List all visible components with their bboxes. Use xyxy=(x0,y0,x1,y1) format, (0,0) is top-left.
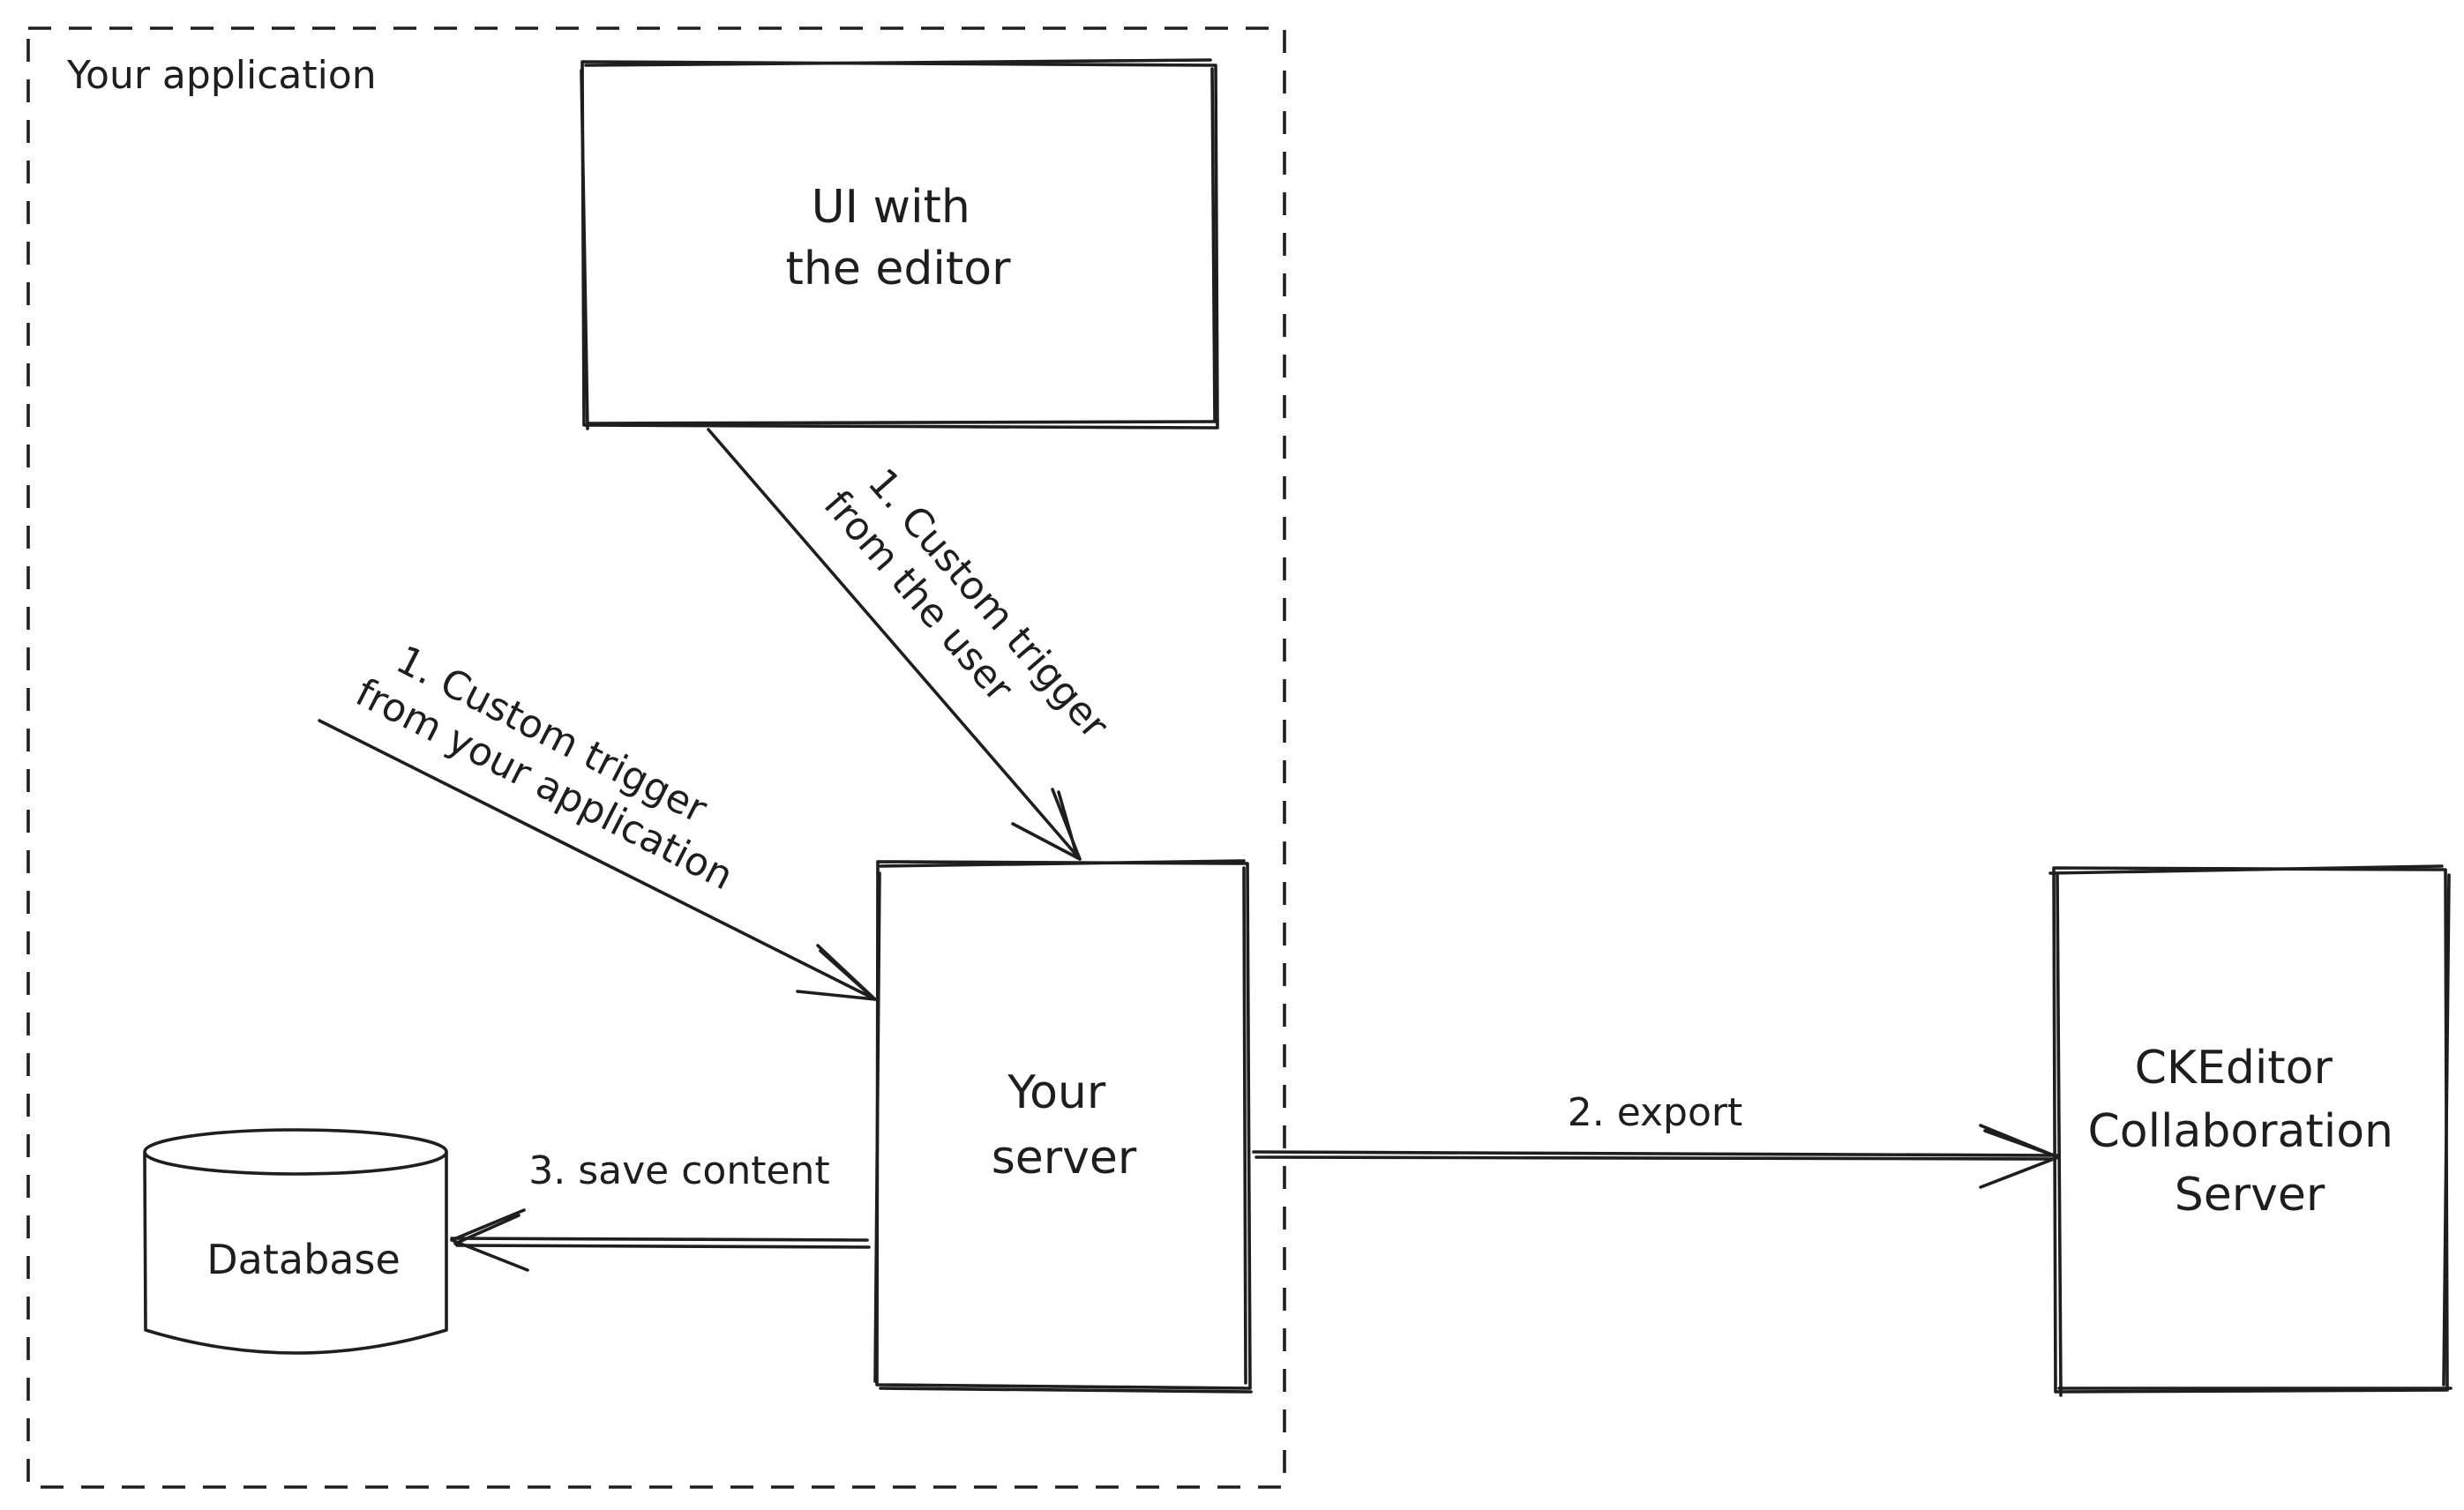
ckeditor-server-label-line-2: Collaboration xyxy=(2087,1105,2393,1158)
label-trigger-app: 1. Custom trigger from your application xyxy=(348,627,761,899)
your-server-box-stroke xyxy=(873,859,1253,1394)
ckeditor-server-label-line-1: CKEditor xyxy=(2135,1042,2333,1095)
arrow-trigger-app-head xyxy=(796,944,877,1001)
edge-save-content: 3. save content xyxy=(450,1148,871,1272)
ui-editor-label-line-2: the editor xyxy=(786,243,1012,295)
ckeditor-server-node: CKEditor Collaboration Server xyxy=(2048,864,2453,1397)
arrow-save-content-line-stroke xyxy=(455,1244,871,1249)
edge-export: 2. export xyxy=(1252,1090,2060,1189)
your-server-box xyxy=(875,860,1252,1390)
edge-trigger-user: 1. Custom trigger from the user xyxy=(707,428,1126,861)
arrow-trigger-user-line xyxy=(707,428,1082,861)
label-export: 2. export xyxy=(1568,1090,1743,1135)
ckeditor-server-box-stroke xyxy=(2048,864,2453,1397)
arrow-export-line xyxy=(1252,1150,2060,1157)
your-application-label: Your application xyxy=(66,53,377,98)
arrow-trigger-app-line xyxy=(318,719,877,1001)
database-top xyxy=(143,1128,448,1176)
your-server-label-line-2: server xyxy=(992,1132,1137,1185)
arrow-export-line-stroke xyxy=(1254,1155,2056,1161)
ui-editor-box-stroke xyxy=(580,58,1219,430)
your-server-label: Your server xyxy=(992,1066,1137,1185)
database-body xyxy=(143,1150,448,1355)
database-label: Database xyxy=(206,1236,401,1283)
ckeditor-server-label: CKEditor Collaboration Server xyxy=(2087,1042,2408,1222)
label-save-content: 3. save content xyxy=(528,1148,829,1193)
your-application-boundary xyxy=(26,26,1286,1489)
edge-trigger-app: 1. Custom trigger from your application xyxy=(318,627,877,1001)
arrow-save-content-head xyxy=(450,1208,529,1272)
arrow-trigger-user-head xyxy=(1011,788,1082,861)
your-application-group: Your application xyxy=(26,26,1286,1489)
your-server-label-line-1: Your xyxy=(1007,1066,1106,1119)
arrow-export-head xyxy=(1979,1124,2060,1189)
database-node: Database xyxy=(143,1128,448,1355)
ui-editor-label-line-1: UI with xyxy=(812,181,970,234)
ui-editor-box xyxy=(580,60,1219,430)
arrow-save-content-line xyxy=(450,1237,869,1242)
ckeditor-server-label-line-3: Server xyxy=(2175,1169,2325,1222)
ui-editor-label: UI with the editor xyxy=(786,181,1012,295)
label-trigger-user: 1. Custom trigger from the user xyxy=(815,451,1126,788)
ui-editor-node: UI with the editor xyxy=(580,58,1219,430)
your-server-node: Your server xyxy=(873,859,1253,1394)
